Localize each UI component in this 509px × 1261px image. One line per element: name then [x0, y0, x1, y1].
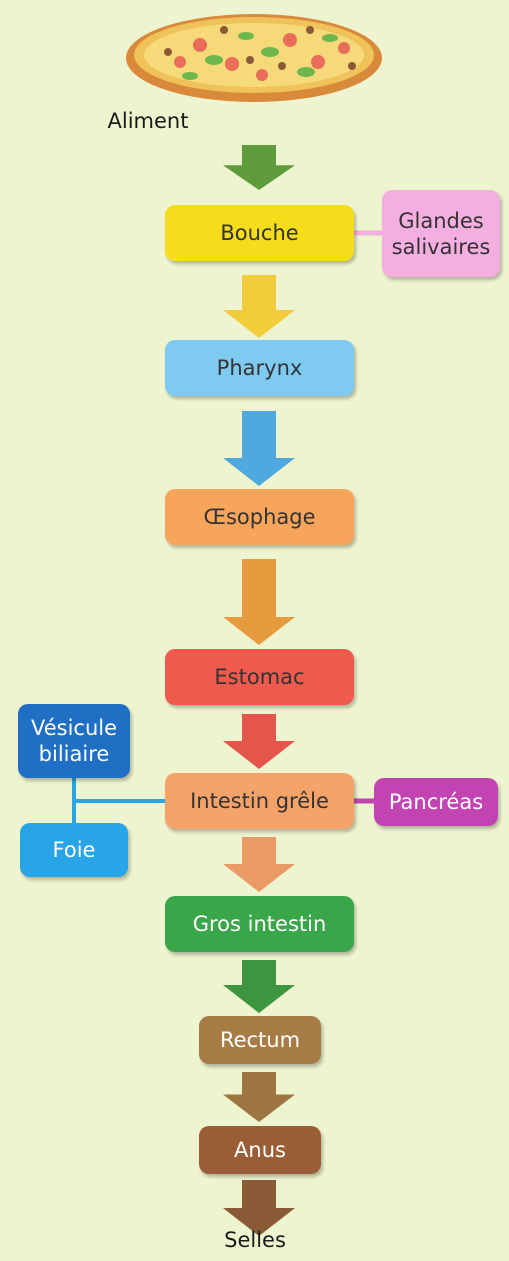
flow-arrow	[223, 559, 295, 645]
organ-label: Pharynx	[217, 355, 303, 381]
input-label: Aliment	[88, 109, 208, 133]
flow-arrow	[223, 837, 295, 892]
gland-salivaires: Glandes salivaires	[382, 190, 500, 277]
organ-label: Gros intestin	[193, 911, 327, 937]
organ-gros-intestin: Gros intestin	[165, 896, 354, 952]
organ-label: Bouche	[220, 220, 298, 246]
flow-arrow	[223, 1072, 295, 1122]
organ-intestin-grele: Intestin grêle	[165, 773, 354, 829]
gland-vesicule-biliaire: Vésicule biliaire	[18, 704, 130, 778]
output-label: Selles	[200, 1228, 310, 1252]
organ-label: Rectum	[220, 1027, 300, 1053]
organ-rectum: Rectum	[199, 1016, 321, 1064]
flow-arrow	[223, 960, 295, 1013]
organ-label: Œsophage	[203, 504, 315, 530]
organ-label: Anus	[234, 1137, 286, 1163]
gland-pancreas: Pancréas	[374, 778, 498, 826]
organ-pharynx: Pharynx	[165, 340, 354, 396]
gland-label-line1: Vésicule	[31, 715, 117, 741]
organ-label: Intestin grêle	[190, 788, 329, 814]
flow-arrow	[223, 145, 295, 190]
flow-arrow	[223, 714, 295, 769]
gland-label-line1: Glandes	[392, 208, 491, 234]
gland-label: Foie	[53, 837, 96, 863]
organ-anus: Anus	[199, 1126, 321, 1174]
flow-arrow	[223, 411, 295, 486]
flow-arrow	[223, 275, 295, 338]
pizza-icon	[126, 14, 382, 102]
gland-label: Pancréas	[389, 789, 483, 815]
organ-label: Estomac	[214, 664, 304, 690]
organ-estomac: Estomac	[165, 649, 354, 705]
organ-oesophage: Œsophage	[165, 489, 354, 545]
gland-label-line2: salivaires	[392, 234, 491, 260]
gland-foie: Foie	[20, 823, 128, 877]
gland-label-line2: biliaire	[31, 741, 117, 767]
organ-bouche: Bouche	[165, 205, 354, 261]
